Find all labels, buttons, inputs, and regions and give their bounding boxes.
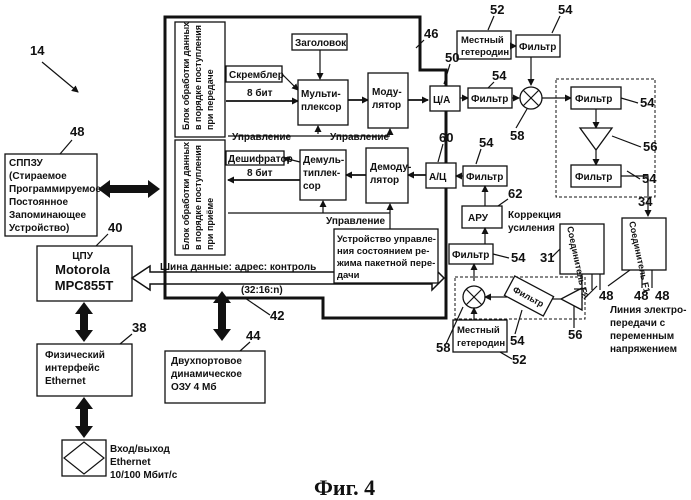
control-label-3: Управление	[326, 216, 386, 227]
dac-label: Ц/А	[433, 95, 450, 106]
ethernet-port	[62, 440, 106, 476]
ref-42: 42	[270, 308, 284, 323]
header-label: Заголовок	[295, 38, 347, 49]
bus-label: Шина данные: адрес: контроль	[160, 262, 316, 273]
rx-processing-block: Блок обработки данных в порядке поступле…	[175, 139, 225, 255]
rx-block-line-1: Блок обработки данных	[181, 142, 191, 250]
adc-label: А/Ц	[429, 172, 447, 183]
ref-48-b: 48	[634, 288, 648, 303]
ref-54-adc-filter: 54	[479, 135, 494, 150]
bits-rx: 8 бит	[247, 167, 273, 179]
ram-line-3: ОЗУ 4 Мб	[171, 381, 217, 393]
local-osc-top-text: Местный гетеродин	[461, 35, 509, 58]
ref-44: 44	[246, 328, 261, 343]
ref-48-eeprom: 48	[70, 124, 84, 139]
agc-label: АРУ	[468, 213, 489, 224]
filter-adc-label: Фильтр	[466, 172, 503, 183]
cpu-model: MPC855T	[55, 278, 114, 293]
tx-block-line-2: в порядке поступления	[193, 25, 203, 130]
filter-dac-label: Фильтр	[471, 94, 508, 105]
filter-top-label: Фильтр	[519, 42, 556, 53]
ref-62: 62	[508, 186, 522, 201]
descrambler-label: Дешифратор	[228, 153, 293, 165]
ref-50: 50	[445, 50, 459, 65]
filter-bottom-slant: Фильтр	[504, 276, 553, 316]
filter-bottom-label: Фильтр	[452, 250, 489, 261]
filter-right-1-label: Фильтр	[575, 94, 612, 105]
figure-caption: Фиг. 4	[314, 475, 375, 500]
control-label-2: Управление	[330, 132, 390, 143]
gain-correction: Коррекция усиления	[508, 210, 564, 234]
ref-54-dac-filter: 54	[492, 68, 507, 83]
ram-block: Двухпортовое динамическое ОЗУ 4 Мб	[165, 351, 265, 403]
eeprom-bus-arrow	[98, 180, 160, 198]
ref-31: 31	[540, 250, 554, 265]
tx-block-line-1: Блок обработки данных	[181, 22, 191, 130]
power-line-text: Линия электро- передачи с переменным нап…	[610, 305, 689, 355]
ref-56-right: 56	[643, 139, 657, 154]
ref-60: 60	[439, 130, 453, 145]
ref-38: 38	[132, 320, 146, 335]
ref-14: 14	[30, 43, 45, 58]
cpu-label: ЦПУ	[72, 251, 93, 262]
bus-width: (32:16:n)	[241, 285, 283, 296]
ref-54-top: 54	[558, 2, 573, 17]
cpu-phy-arrow	[75, 302, 93, 342]
ref-46: 46	[424, 26, 438, 41]
tx-block-line-3: при передаче	[205, 69, 215, 130]
phy-line-2: интерфейс	[45, 362, 100, 374]
phy-block: Физический интерфейс Ethernet	[37, 344, 132, 396]
phy-line-3: Ethernet	[45, 376, 86, 387]
rx-block-line-3: при приёме	[205, 198, 215, 250]
ref-54-bottom-2: 54	[510, 333, 525, 348]
tx-processing-block: Блок обработки данных в порядке поступле…	[175, 19, 225, 137]
ref-52-bottom: 52	[512, 352, 526, 367]
ref-56-bottom: 56	[568, 327, 582, 342]
ethernet-io-text: Вход/выход Ethernet 10/100 Мбит/с	[110, 444, 178, 481]
amplifier-tx	[580, 128, 612, 150]
ref-58-top: 58	[510, 128, 524, 143]
phy-io-arrow	[75, 397, 93, 438]
mixer-top	[520, 87, 542, 109]
rx-block-line-2: в порядке поступления	[193, 145, 203, 250]
scrambler-label: Скремблер	[229, 69, 284, 81]
ref-54-right-2: 54	[642, 171, 657, 186]
ref-34: 34	[638, 194, 653, 209]
ref-48-a: 48	[599, 288, 613, 303]
ref-54-right-1: 54	[640, 95, 655, 110]
ram-line-2: динамическое	[171, 369, 242, 380]
ram-line-1: Двухпортовое	[171, 356, 242, 367]
filter-right-2-label: Фильтр	[575, 172, 612, 183]
eeprom-block: СППЗУ (Стираемое Программируемое Постоян…	[5, 154, 104, 236]
phy-line-1: Физический	[45, 350, 105, 361]
cpu-block: ЦПУ Motorola MPC855T	[37, 246, 132, 301]
ref-40: 40	[108, 220, 122, 235]
mixer-bottom	[463, 286, 485, 308]
ref-48-c: 48	[655, 288, 669, 303]
ref-52-top: 52	[490, 2, 504, 17]
cpu-vendor: Motorola	[55, 262, 111, 277]
ref-58-bottom: 58	[436, 340, 450, 355]
control-label-1: Управление	[232, 132, 292, 143]
bits-tx: 8 бит	[247, 87, 273, 99]
ref-54-bottom-filter: 54	[511, 250, 526, 265]
